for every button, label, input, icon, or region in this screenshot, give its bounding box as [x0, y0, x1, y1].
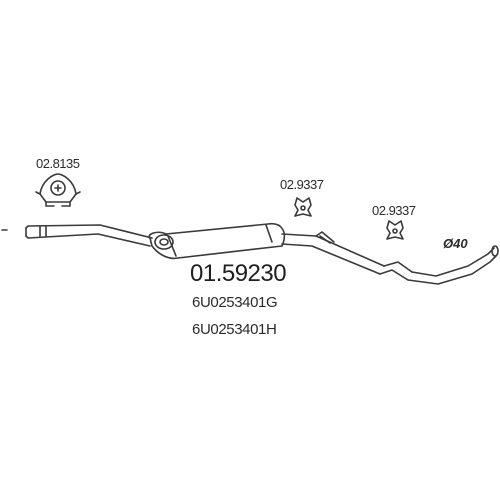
clamp-reference-label: 02.8135: [36, 156, 80, 171]
clamp-icon: [35, 173, 81, 207]
pipe-diameter-label: Ø40: [443, 236, 468, 251]
middle-silencer-icon: [148, 222, 286, 260]
hanger-reference-label: 02.9337: [372, 203, 416, 218]
rubber-hanger-icon: [294, 197, 312, 217]
main-part-number: 01.59230: [190, 260, 287, 287]
oem-number: 6U0253401H: [192, 321, 277, 338]
oem-number: 6U0253401G: [192, 294, 278, 311]
rubber-hanger-icon: [386, 220, 404, 240]
rear-pipe: [281, 231, 499, 285]
hanger-reference-label: 02.9337: [280, 177, 324, 192]
inlet-pipe: [1, 224, 153, 247]
